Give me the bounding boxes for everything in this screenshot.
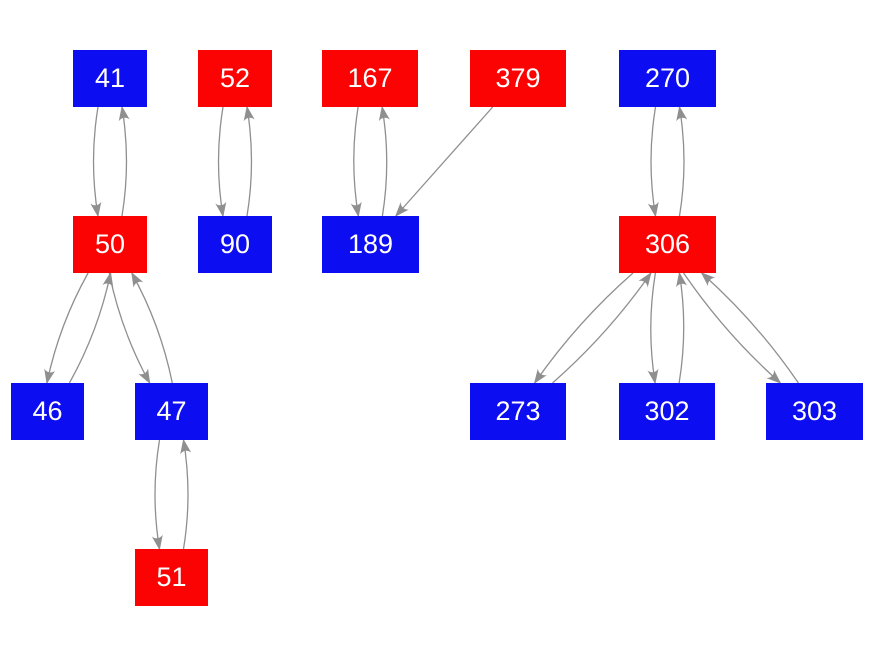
edge-167-189 [350,106,362,218]
edge-273-306 [552,271,652,384]
node-47[interactable]: 47 [135,383,208,440]
edge-189-167 [378,105,390,217]
edge-306-303 [683,272,782,384]
node-270[interactable]: 270 [619,50,716,107]
node-50[interactable]: 50 [73,216,147,273]
node-303[interactable]: 303 [766,383,863,440]
edge-303-306 [700,272,799,384]
node-379[interactable]: 379 [470,50,566,107]
node-46[interactable]: 46 [11,383,84,440]
node-189[interactable]: 189 [322,216,419,273]
node-302[interactable]: 302 [619,383,715,440]
edge-52-90 [215,106,227,218]
edge-47-50 [131,271,173,384]
node-41[interactable]: 41 [73,50,147,107]
edge-50-46 [44,272,89,385]
edge-47-51 [151,439,163,551]
edges-group [44,105,799,551]
edge-50-47 [108,272,151,385]
node-306[interactable]: 306 [619,216,716,273]
node-52[interactable]: 52 [198,50,272,107]
edge-50-41 [118,105,130,217]
edge-306-273 [533,272,634,385]
node-167[interactable]: 167 [322,50,418,107]
edge-270-306 [647,106,659,218]
edge-302-306 [676,271,688,384]
edge-379-189 [394,106,494,217]
edge-41-50 [90,106,102,218]
edge-306-270 [676,105,688,217]
node-273[interactable]: 273 [470,383,566,440]
edge-46-50 [68,271,114,384]
node-51[interactable]: 51 [135,549,208,606]
edge-306-302 [647,272,659,385]
edge-51-47 [180,438,192,550]
edge-90-52 [243,105,255,217]
node-90[interactable]: 90 [198,216,272,273]
